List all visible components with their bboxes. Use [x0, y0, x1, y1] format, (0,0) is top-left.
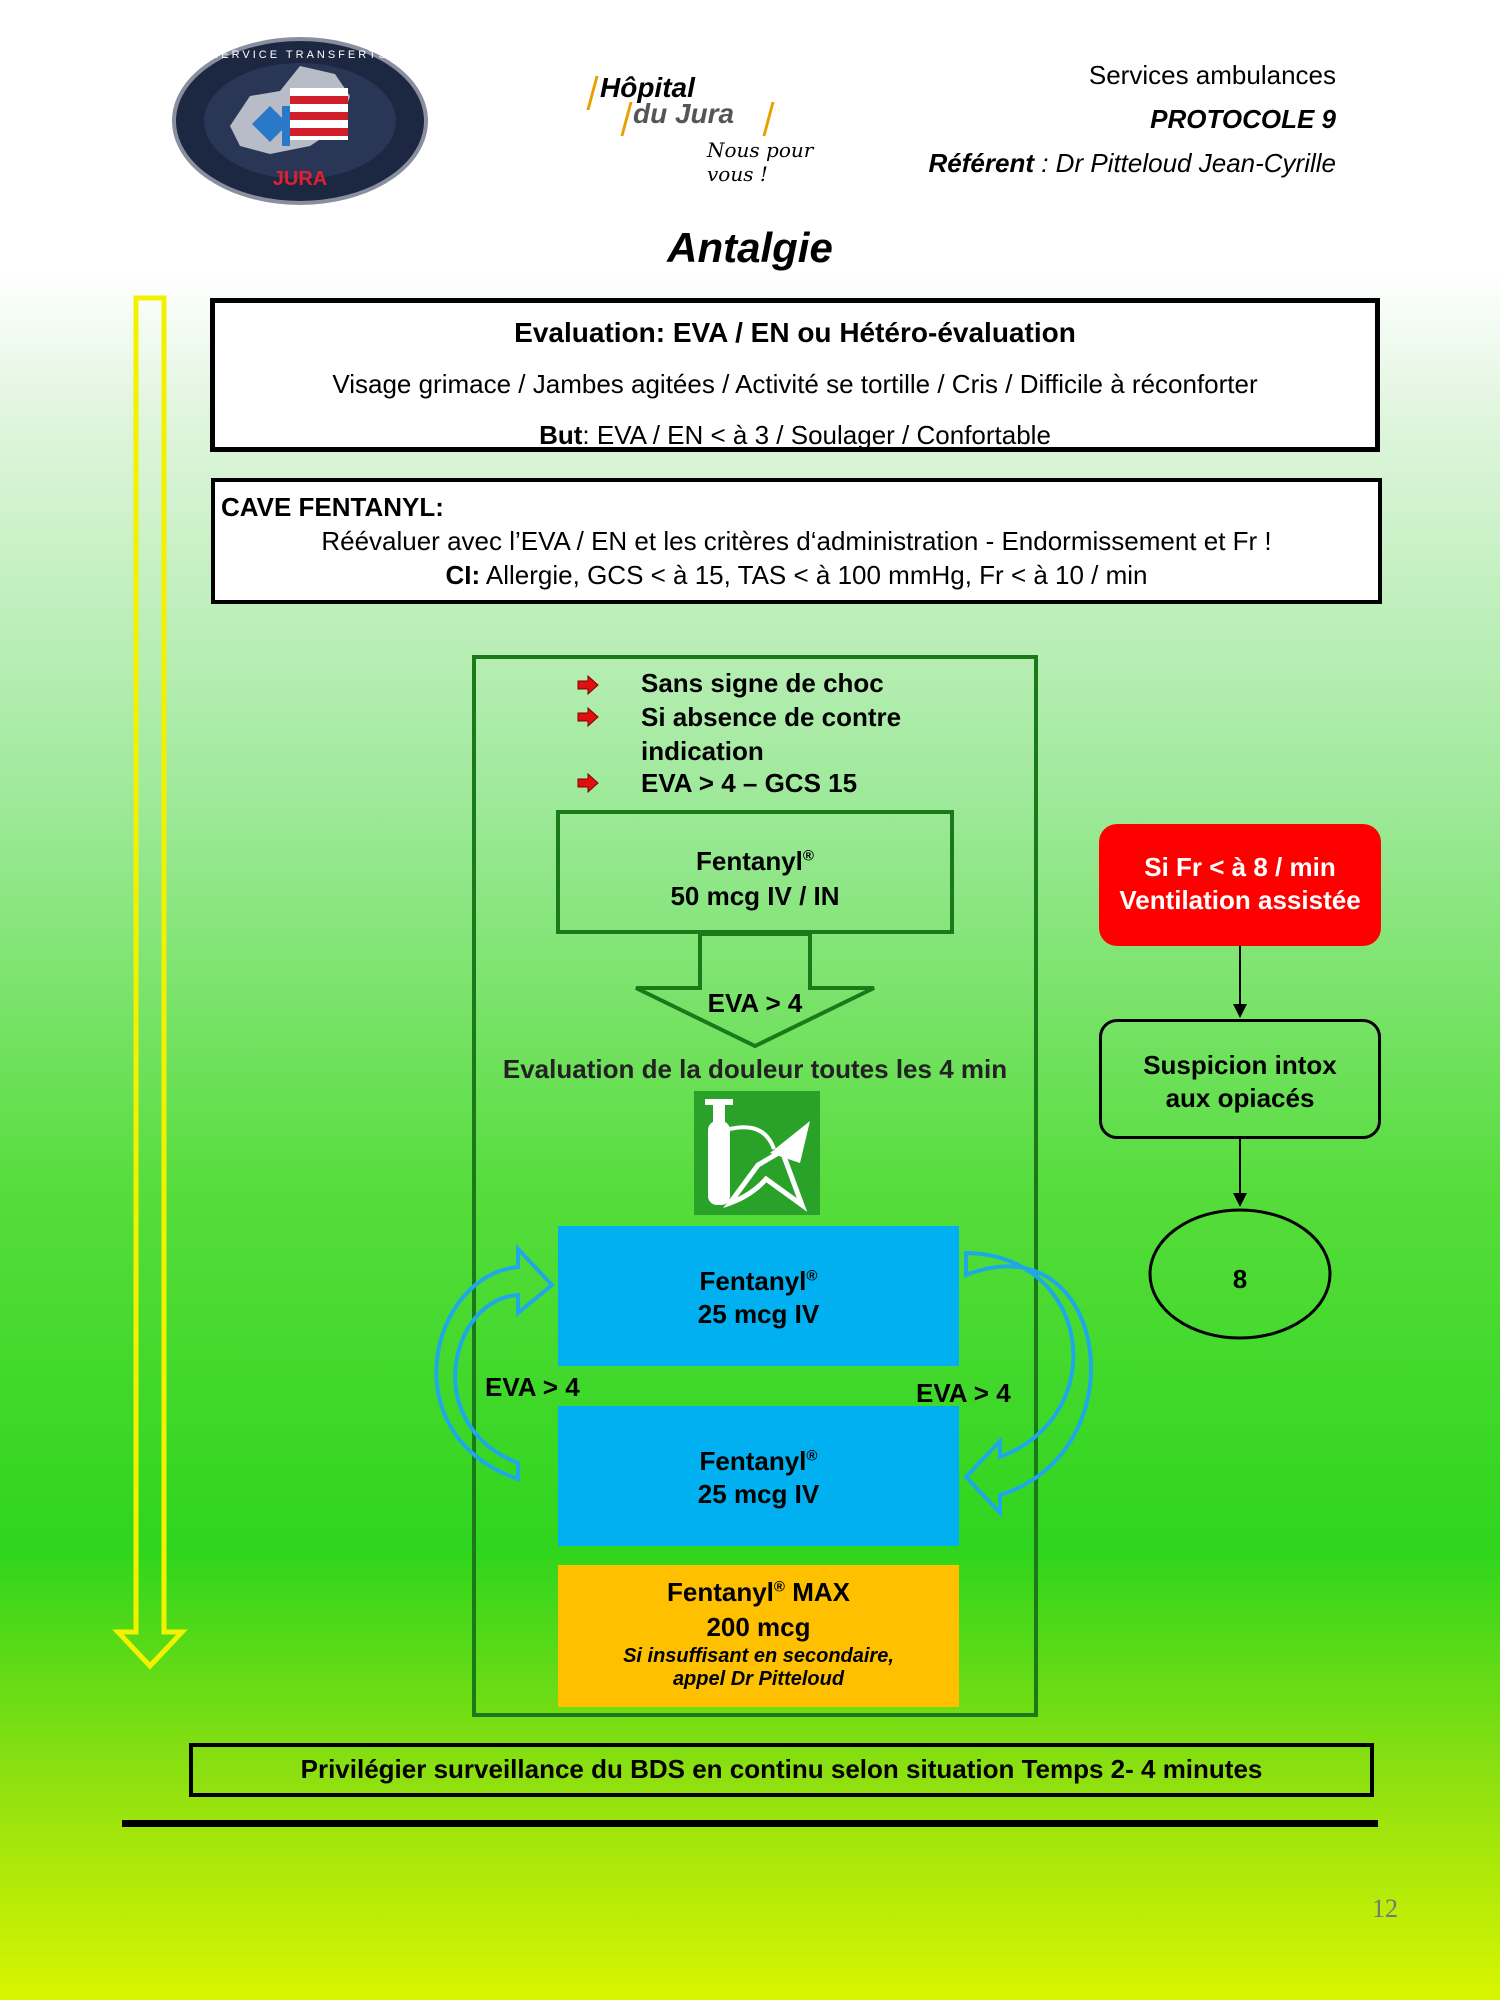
loop-arrow-left — [434, 1243, 555, 1482]
fentanyl-name: Fentanyl® — [699, 1266, 818, 1296]
fentanyl-max-note: Si insuffisant en secondaire, — [623, 1645, 894, 1667]
hospital-tagline: Nous pour vous ! — [707, 138, 814, 186]
fentanyl-repeat-dose-box: Fentanyl® 25 mcg IV — [558, 1226, 959, 1366]
service-name: Services ambulances — [1088, 60, 1336, 90]
ci-text: Allergie, GCS < à 15, TAS < à 100 mmHg, … — [480, 560, 1148, 590]
referent-value: : Dr Pitteloud Jean-Cyrille — [1034, 148, 1336, 178]
fentanyl-protocol-frame — [472, 655, 1038, 1717]
fentanyl-max-title: Fentanyl® MAX — [667, 1577, 850, 1607]
condition-item: Sans signe de choc — [641, 668, 884, 698]
red-arrow-bullet-icon — [577, 706, 599, 728]
referent-label: Référent — [928, 148, 1034, 178]
fentanyl-max-box: Fentanyl® MAX 200 mcg Si insuffisant en … — [558, 1565, 959, 1707]
fentanyl-repeat-dose: 25 mcg IV — [697, 1479, 820, 1509]
fentanyl-initial-dose: 50 mcg IV / IN — [670, 881, 840, 911]
oxygen-mask-icon — [694, 1091, 820, 1215]
fentanyl-max-dose: 200 mcg — [706, 1612, 811, 1642]
alert-line1: Si Fr < à 8 / min — [1144, 852, 1336, 882]
evaluation-goal: But: EVA / EN < à 3 / Soulager / Confort… — [215, 420, 1375, 451]
hospital-name-line1: Hôpital — [600, 72, 695, 103]
connector-arrow — [1233, 946, 1247, 1018]
condition-item: Si absence de contre indication — [641, 702, 902, 766]
goal-label: But — [539, 420, 583, 450]
protocol-ref-circle — [1148, 1208, 1332, 1340]
fentanyl-repeat-dose: 25 mcg IV — [697, 1299, 820, 1329]
respiratory-alert-box: Si Fr < à 8 / min Ventilation assistée — [1099, 824, 1381, 946]
referent-line: Référent : Dr Pitteloud Jean-Cyrille — [929, 148, 1336, 179]
fentanyl-repeat-dose-box: Fentanyl® 25 mcg IV — [558, 1406, 959, 1546]
monitoring-instruction-box: Privilégier surveillance du BDS en conti… — [189, 1743, 1374, 1797]
cave-heading: CAVE FENTANYL: — [221, 492, 444, 522]
protocol-ref-number: 8 — [1232, 1264, 1248, 1294]
goal-text: : EVA / EN < à 3 / Soulager / Confortabl… — [582, 420, 1051, 450]
separator-line — [122, 1820, 1378, 1827]
page-number: 12 — [1372, 1894, 1398, 1923]
hospital-name-line2: du Jura — [633, 98, 735, 129]
timeline-arrow — [112, 295, 188, 1670]
loop-right-label: EVA > 4 — [916, 1378, 1011, 1408]
cave-reevaluate: Réévaluer avec l’EVA / EN et les critère… — [321, 526, 1272, 556]
protocol-number: PROTOCOLE 9 — [1150, 104, 1336, 134]
badge-bottom-text: JURA — [273, 168, 327, 190]
condition-item: EVA > 4 – GCS 15 — [641, 768, 858, 798]
page-title: Antalgie — [667, 224, 833, 271]
loop-arrow-right — [963, 1250, 1093, 1519]
red-arrow-bullet-icon — [577, 674, 599, 696]
suspicion-line2: aux opiacés — [1165, 1083, 1315, 1113]
red-arrow-bullet-icon — [577, 772, 599, 794]
evaluation-heading: Evaluation: EVA / EN ou Hétéro-évaluatio… — [514, 317, 1076, 348]
fentanyl-max-note: appel Dr Pitteloud — [672, 1668, 845, 1690]
fentanyl-initial-dose-box: Fentanyl® 50 mcg IV / IN — [556, 810, 954, 934]
fentanyl-name: Fentanyl® — [699, 1446, 818, 1476]
badge-top-text: SERVICE TRANSFERTS — [211, 49, 389, 61]
fentanyl-name: Fentanyl® — [696, 846, 814, 876]
cave-contraindications: CI: Allergie, GCS < à 15, TAS < à 100 mm… — [215, 560, 1378, 591]
service-transferts-jura-logo: JURA SERVICE TRANSFERTS — [170, 36, 430, 206]
opiate-intox-box: Suspicion intox aux opiacés — [1099, 1019, 1381, 1139]
reassessment-text: Evaluation de la douleur toutes les 4 mi… — [502, 1054, 1008, 1084]
loop-left-label: EVA > 4 — [485, 1372, 580, 1402]
ci-label: CI: — [445, 560, 481, 590]
arrow-label: EVA > 4 — [707, 988, 803, 1018]
cave-fentanyl-box: CAVE FENTANYL: Réévaluer avec l’EVA / EN… — [211, 478, 1382, 604]
evaluation-criteria: Visage grimace / Jambes agitées / Activi… — [332, 369, 1258, 399]
hopital-du-jura-logo: Hôpital du Jura Nous pour vous ! — [586, 72, 855, 186]
alert-line2: Ventilation assistée — [1119, 885, 1361, 915]
connector-arrow — [1233, 1139, 1247, 1207]
suspicion-line1: Suspicion intox — [1143, 1050, 1337, 1080]
evaluation-box: Evaluation: EVA / EN ou Hétéro-évaluatio… — [210, 298, 1380, 452]
down-arrow — [635, 934, 875, 1049]
